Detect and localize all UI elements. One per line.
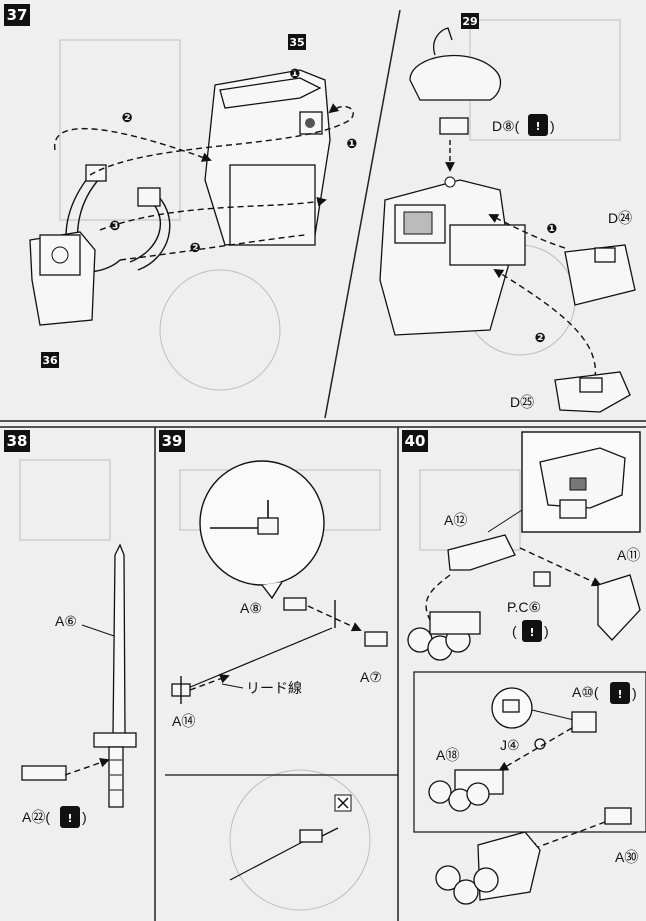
step-badge-39 [159, 430, 185, 452]
label-j4: J④ [500, 737, 520, 753]
panel-borders [0, 9, 646, 921]
label-pc: P.C⑥ [507, 599, 541, 615]
label-a6: A⑥ [55, 613, 77, 629]
step-39: 39 A⑧ A⑦ A⑭ リード線 [159, 430, 398, 881]
leader-lead-wire [221, 683, 244, 689]
part-d24 [564, 244, 636, 306]
part-d25 [554, 371, 631, 413]
part-a14 [171, 676, 191, 704]
marker-2-left: ❷ [121, 111, 132, 126]
torso-part-35 [204, 69, 331, 246]
label-a10: A⑩( [572, 684, 599, 700]
subassembly-box [413, 671, 646, 833]
arrow-a10 [498, 727, 573, 771]
label-lead-wire: リード線 [246, 680, 302, 696]
step-40: 40 A⑫ A⑪ P.C⑥ ( ! ) [402, 430, 646, 905]
callout-badge-35 [288, 34, 306, 50]
label-d8: D⑧( [492, 118, 520, 134]
step-badge-40 [402, 430, 428, 452]
step37-markers: ❶ ❷ ❶ ❸ ❷ [109, 67, 357, 256]
part-pc-g [533, 571, 551, 587]
sword-part-a6 [93, 543, 137, 808]
caution-icon-a22: ! [67, 812, 72, 825]
thruster-cluster-a18 [428, 769, 504, 812]
part-a12 [447, 534, 516, 571]
step-badge-37 [4, 4, 30, 26]
label-d25: D㉕ [510, 394, 534, 410]
label-a12: A⑫ [444, 512, 467, 528]
label-a14: A⑭ [172, 713, 195, 729]
leader-a6 [81, 624, 115, 637]
arrow-a14 [189, 674, 230, 691]
assembled-wire-detail [229, 794, 352, 881]
part-a30 [604, 807, 632, 825]
label-a7: A⑦ [360, 669, 382, 685]
callout-badge-36 [41, 352, 59, 368]
arrow-a11 [519, 547, 602, 587]
callout-29: 29 [462, 15, 477, 28]
label-d8-close: ) [550, 118, 555, 134]
arrow-d24 [488, 214, 566, 249]
hose-end-upper [85, 164, 107, 182]
label-a10-close: ) [632, 685, 637, 701]
assembled-thruster [435, 831, 541, 905]
hose-end-lower [137, 187, 161, 207]
part-a22 [21, 765, 67, 781]
label-a8: A⑧ [240, 600, 262, 616]
marker-1-right: ❶ [346, 137, 357, 152]
step-badge-38 [4, 430, 30, 452]
zoom-bubble-39 [199, 460, 325, 600]
label-a22-close: ) [82, 809, 87, 825]
part-d8 [439, 117, 469, 135]
label-pc-open: ( [512, 623, 517, 639]
marker-1-top: ❶ [289, 67, 300, 82]
torso-assembled [379, 176, 526, 336]
step-37: 37 35 36 [4, 4, 636, 413]
zoom-bubble-40 [491, 687, 575, 729]
label-a11: A⑪ [617, 547, 640, 563]
label-d24: D㉔ [608, 210, 632, 226]
part-a7 [364, 631, 388, 647]
part-a11 [597, 574, 641, 641]
arrow-a22 [64, 757, 110, 776]
caution-icon-a10: ! [617, 688, 622, 701]
caution-badge-pc [522, 620, 542, 642]
label-pc-close: ) [544, 623, 549, 639]
label-a18: A⑱ [436, 747, 459, 763]
caution-badge-d8 [528, 114, 548, 136]
detail-inset-40 [487, 431, 641, 533]
marker-2-d25: ❷ [534, 331, 545, 346]
step-number-39: 39 [162, 432, 183, 450]
caution-icon-d8: ! [535, 120, 540, 133]
label-a22: A㉒( [22, 809, 50, 825]
marker-3: ❸ [109, 219, 120, 234]
part-a10 [571, 711, 597, 733]
step-number-37: 37 [7, 6, 28, 24]
callout-36: 36 [42, 354, 58, 367]
step-number-38: 38 [7, 432, 28, 450]
callout-35: 35 [289, 36, 304, 49]
caution-icon-pc: ! [529, 626, 534, 639]
label-a30: A㉚ [615, 849, 638, 865]
caution-badge-a22 [60, 806, 80, 828]
marker-2-bottom: ❷ [189, 241, 200, 256]
part-a8 [283, 597, 307, 611]
arrow-d25 [493, 268, 597, 379]
step37-assembly-paths [54, 103, 354, 261]
monoeye-head-part-29 [409, 27, 502, 101]
caution-badge-a10 [610, 682, 630, 704]
thruster-cluster-top [407, 611, 481, 661]
step-38: 38 A⑥ A㉒( ! ) [4, 430, 137, 828]
body-part-36 [29, 231, 96, 326]
marker-1-d24: ❶ [546, 222, 557, 237]
arrow-a7 [307, 605, 362, 632]
arrow-a30 [528, 821, 606, 852]
lead-wire [187, 627, 333, 689]
step-number-40: 40 [405, 432, 426, 450]
callout-badge-29 [461, 13, 479, 29]
arrow-thrusters [425, 574, 451, 621]
